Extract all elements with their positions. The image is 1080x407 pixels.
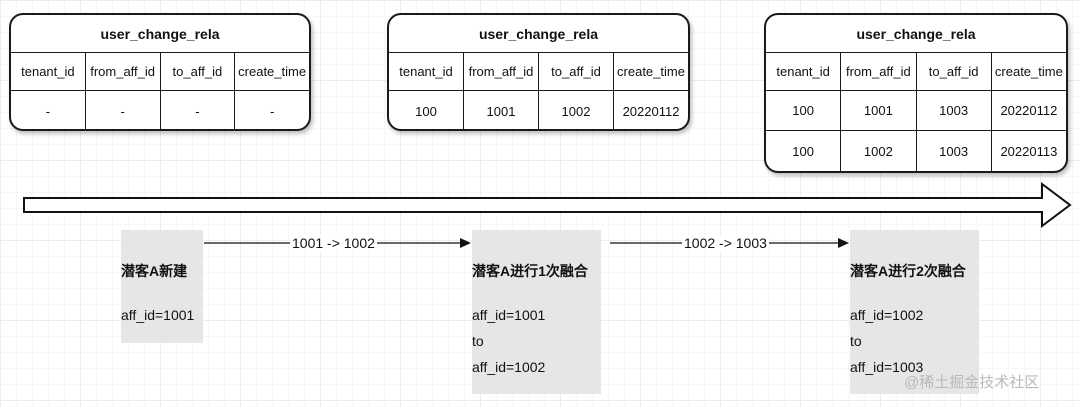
column-header: to_aff_id xyxy=(539,53,614,90)
stage-title: 潜客A进行1次融合 xyxy=(472,263,588,279)
connector-arrowhead-2 xyxy=(838,238,849,248)
table-cell: 100 xyxy=(766,131,842,171)
column-header: create_time xyxy=(238,64,307,79)
stage-title: 潜客A新建 xyxy=(121,263,188,279)
table-cell: 1002 xyxy=(539,91,614,129)
table-cell: 20220113 xyxy=(1000,143,1058,159)
table-header-row: tenant_id from_aff_id to_aff_id create_t… xyxy=(11,53,309,91)
table-cell: 1003 xyxy=(917,91,992,130)
table-cell: 1001 xyxy=(841,91,917,130)
table-cell: - xyxy=(161,91,236,129)
connector-arrowhead-1 xyxy=(460,238,471,248)
table-header-row: tenant_id from_aff_id to_aff_id create_t… xyxy=(766,53,1066,91)
table-cell: 20220112 xyxy=(622,103,680,119)
column-header: tenant_id xyxy=(11,53,86,90)
column-header: from_aff_id xyxy=(464,53,539,90)
watermark-text: @稀土掘金技术社区 xyxy=(904,374,1040,391)
stage-line: aff_id=1002 xyxy=(850,307,924,323)
table-cell: 100 xyxy=(766,91,842,130)
column-header: from_aff_id xyxy=(86,53,161,90)
table-cell: 20220112 xyxy=(1000,103,1058,118)
table-row: 100 1001 1003 20220112 xyxy=(766,91,1066,131)
column-header: from_aff_id xyxy=(841,53,917,90)
table-row: 100 1002 1003 20220113 xyxy=(766,131,1066,171)
stage-line: aff_id=1001 xyxy=(472,307,546,323)
table-header-row: tenant_id from_aff_id to_aff_id create_t… xyxy=(389,53,688,91)
table-cell: 100 xyxy=(389,91,464,129)
table-row: - - - - xyxy=(11,91,309,129)
table-cell: - xyxy=(269,103,275,119)
stage-title: 潜客A进行2次融合 xyxy=(850,263,966,279)
table-cell: - xyxy=(11,91,86,129)
column-header: create_time xyxy=(617,64,685,79)
table-after-merge-1: user_change_rela tenant_id from_aff_id t… xyxy=(387,13,690,131)
table-row: 100 1001 1002 20220112 xyxy=(389,91,688,129)
stage-box-create: 潜客A新建 aff_id=1001 xyxy=(121,230,203,343)
stage-line: aff_id=1003 xyxy=(850,359,924,375)
column-header: to_aff_id xyxy=(161,53,236,90)
stage-line: to xyxy=(850,333,862,349)
stage-line: aff_id=1002 xyxy=(472,359,546,375)
column-header: create_time xyxy=(994,64,1063,79)
table-title: user_change_rela xyxy=(766,15,1066,53)
stage-box-merge-1: 潜客A进行1次融合 aff_id=1001 to aff_id=1002 xyxy=(472,230,601,394)
stage-line: to xyxy=(472,333,484,349)
table-cell: 1002 xyxy=(841,131,917,171)
table-initial: user_change_rela tenant_id from_aff_id t… xyxy=(9,13,311,131)
stage-line: aff_id=1001 xyxy=(121,307,195,323)
column-header: tenant_id xyxy=(389,53,464,90)
table-after-merge-2: user_change_rela tenant_id from_aff_id t… xyxy=(764,13,1068,173)
stage-box-merge-2: 潜客A进行2次融合 aff_id=1002 to aff_id=1003 xyxy=(850,230,979,394)
table-cell: 1001 xyxy=(464,91,539,129)
column-header: to_aff_id xyxy=(917,53,992,90)
table-cell: - xyxy=(86,91,161,129)
column-header: tenant_id xyxy=(766,53,842,90)
timeline-arrow xyxy=(23,182,1072,228)
table-title: user_change_rela xyxy=(389,15,688,53)
transition-label-1: 1001 -> 1002 xyxy=(290,235,377,251)
transition-label-2: 1002 -> 1003 xyxy=(682,235,769,251)
table-title: user_change_rela xyxy=(11,15,309,53)
table-cell: 1003 xyxy=(917,131,992,171)
